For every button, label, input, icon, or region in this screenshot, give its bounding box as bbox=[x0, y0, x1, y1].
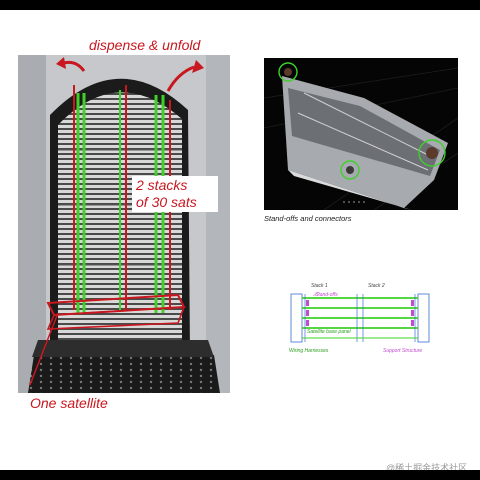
dispense-unfold-label: dispense & unfold bbox=[89, 37, 201, 53]
satellite-render bbox=[264, 58, 458, 210]
one-satellite-label: One satellite bbox=[30, 395, 108, 411]
stack2-label: Stack 2 bbox=[368, 283, 385, 289]
standoffs-label: Stand-offs bbox=[315, 292, 338, 298]
stacks-label-line1: 2 stacks bbox=[136, 177, 188, 193]
support-structure-label: Support Structure bbox=[383, 348, 423, 354]
stack1-label: Stack 1 bbox=[311, 283, 328, 289]
top-black-bar bbox=[0, 0, 480, 10]
standoffs-caption: Stand-offs and connectors bbox=[264, 214, 352, 223]
wiring-harnesses-label: Wiring Harnesses bbox=[289, 348, 329, 354]
stack-schematic: Stack 1 Stack 2 Stand-offs Satellite bas… bbox=[283, 280, 443, 358]
base-panel-label: Satellite base panel bbox=[307, 329, 351, 335]
two-stacks-label: 2 stacks of 30 sats bbox=[132, 176, 218, 212]
stacks-label-line2: of 30 sats bbox=[136, 194, 197, 210]
starlink-stack-photo bbox=[18, 55, 230, 393]
bottom-black-bar bbox=[0, 470, 480, 480]
watermark: @稀土掘金技术社区 bbox=[386, 463, 468, 473]
